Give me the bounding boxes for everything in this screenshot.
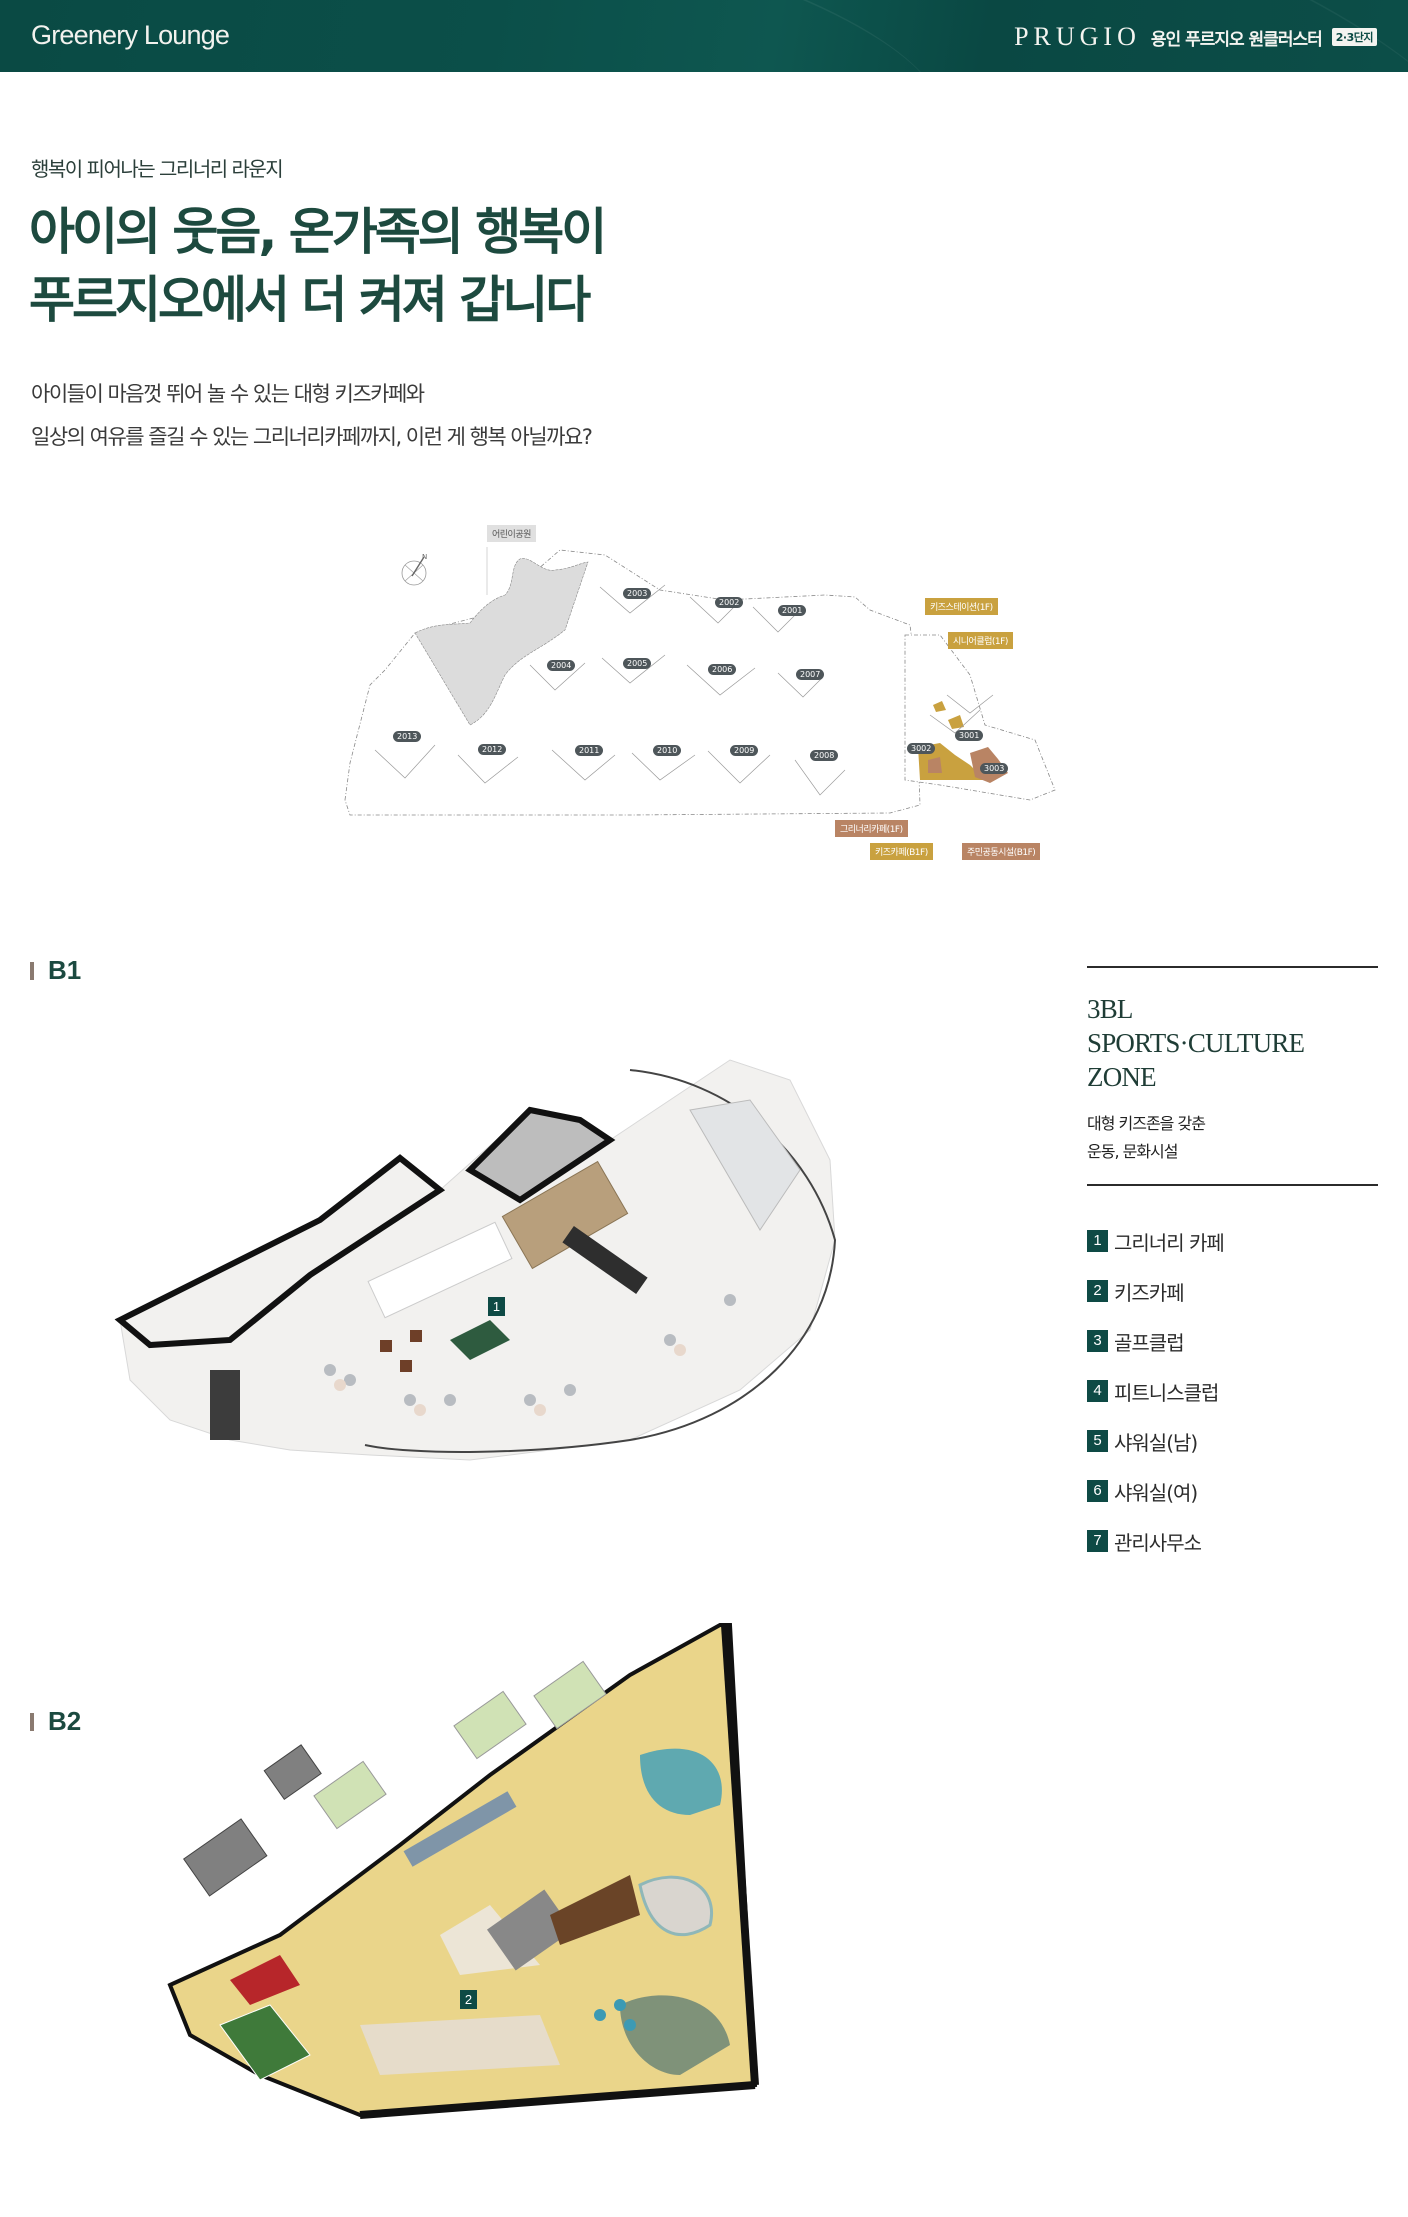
prugio-logo: PRUGIO	[1014, 22, 1141, 51]
floor-bar-marker	[30, 1712, 34, 1731]
building-tag: 2012	[478, 744, 507, 755]
facility-label: 관리사무소	[1114, 1530, 1202, 1555]
callout-kids-station: 키즈스테이션(1F)	[925, 598, 998, 615]
building-tag: 2007	[796, 669, 825, 680]
brand-logo-group: PRUGIO 용인 푸르지오 원클러스터 2·3단지	[1014, 22, 1377, 52]
intro-description: 아이들이 마음껏 뛰어 놀 수 있는 대형 키즈카페와 일상의 여유를 즐길 수…	[31, 373, 593, 459]
facility-label: 골프클럽	[1114, 1330, 1185, 1355]
facility-item: 6 샤워실(여)	[1087, 1466, 1378, 1516]
facility-number-badge: 7	[1087, 1530, 1108, 1552]
floor-heading-b2: B2	[30, 1706, 81, 1737]
building-tag: 2006	[708, 664, 737, 675]
facility-list: 1 그리너리 카페 2 키즈카페 3 골프클럽 4 피트니스클럽 5 샤워실(남) 6 샤워…	[1087, 1216, 1378, 1566]
building-tag: 2002	[715, 597, 744, 608]
complex-name: 용인 푸르지오 원클러스터	[1150, 29, 1323, 50]
facility-item: 3 골프클럽	[1087, 1316, 1378, 1366]
park-label: 어린이공원	[487, 525, 536, 542]
site-plan-drawing: N	[344, 547, 1056, 816]
facility-number-badge: 6	[1087, 1480, 1108, 1502]
zone-description: 대형 키즈존을 갖춘 운동, 문화시설	[1087, 1110, 1378, 1166]
building-tag: 3003	[980, 763, 1009, 774]
desc-line-1: 아이들이 마음껏 뛰어 놀 수 있는 대형 키즈카페와	[31, 382, 425, 406]
facility-number-badge: 3	[1087, 1330, 1108, 1352]
floor-label-b2: B2	[48, 1706, 82, 1736]
facility-label: 샤워실(여)	[1114, 1480, 1198, 1505]
facility-item: 2 키즈카페	[1087, 1266, 1378, 1316]
svg-text:N: N	[422, 553, 427, 561]
headline-line-1: 아이의 웃음, 온가족의 행복이	[29, 203, 607, 261]
zone-desc-line-2: 운동, 문화시설	[1087, 1142, 1179, 1161]
section-eyebrow: 행복이 피어나는 그리너리 라운지	[31, 157, 284, 181]
zone-info-panel: 3BL SPORTS·CULTURE ZONE 대형 키즈존을 갖춘 운동, 문…	[1087, 966, 1378, 1566]
zone-title-line-2: SPORTS·CULTURE ZONE	[1087, 1028, 1305, 1092]
compass-icon: N	[401, 553, 427, 586]
desc-line-2: 일상의 여유를 즐길 수 있는 그리너리카페까지, 이런 게 행복 아닐까요?	[31, 425, 593, 449]
building-tag: 2005	[623, 658, 652, 669]
building-tag: 2011	[575, 745, 604, 756]
b1-floor-plan: 1	[110, 1040, 850, 1470]
top-header: Greenery Lounge PRUGIO 용인 푸르지오 원클러스터 2·3…	[0, 0, 1408, 72]
facility-marker-2: 2	[460, 1990, 477, 2009]
floor-bar-marker	[30, 961, 34, 980]
building-tag: 3001	[955, 730, 984, 741]
facility-label: 그리너리 카페	[1114, 1230, 1225, 1255]
facility-item: 5 샤워실(남)	[1087, 1416, 1378, 1466]
building-tag: 3002	[907, 743, 936, 754]
facility-number-badge: 1	[1087, 1230, 1108, 1252]
facility-label: 키즈카페	[1114, 1280, 1185, 1305]
complex-badge: 2·3단지	[1331, 28, 1377, 46]
facility-number-badge: 2	[1087, 1280, 1108, 1302]
facility-item: 1 그리너리 카페	[1087, 1216, 1378, 1266]
divider-bottom	[1087, 1184, 1378, 1186]
b2-floor-plan-drawing	[167, 1623, 759, 2119]
facility-item: 4 피트니스클럽	[1087, 1366, 1378, 1416]
callout-greenery-cafe: 그리너리카페(1F)	[835, 820, 908, 837]
floor-heading-b1: B1	[30, 955, 81, 986]
facility-label: 피트니스클럽	[1114, 1380, 1219, 1405]
zone-title-line-1: 3BL	[1087, 994, 1133, 1024]
zone-title: 3BL SPORTS·CULTURE ZONE	[1087, 992, 1378, 1094]
building-tag: 2009	[730, 745, 759, 756]
page-brand-title: Greenery Lounge	[31, 20, 230, 50]
facility-marker-1: 1	[488, 1297, 505, 1316]
b2-floor-plan: 2	[160, 1605, 770, 2135]
floor-label-b1: B1	[48, 955, 82, 985]
facility-number-badge: 4	[1087, 1380, 1108, 1402]
page-headline: 아이의 웃음, 온가족의 행복이 푸르지오에서 더 켜져 갑니다	[29, 198, 607, 334]
headline-line-2: 푸르지오에서 더 켜져 갑니다	[29, 271, 591, 329]
building-tag: 2010	[653, 745, 682, 756]
b1-floor-plan-drawing	[114, 1059, 837, 1461]
building-tag: 2001	[778, 605, 807, 616]
building-tag: 2003	[623, 588, 652, 599]
callout-senior-club: 시니어클럽(1F)	[948, 632, 1013, 649]
divider-top	[1087, 966, 1378, 968]
facility-label: 샤워실(남)	[1114, 1430, 1198, 1455]
building-tag: 2004	[547, 660, 576, 671]
callout-community: 주민공동시설(B1F)	[962, 843, 1041, 860]
facility-item: 7 관리사무소	[1087, 1516, 1378, 1566]
building-tag: 2013	[393, 731, 422, 742]
callout-kids-cafe: 키즈카페(B1F)	[870, 843, 933, 860]
facility-number-badge: 5	[1087, 1430, 1108, 1452]
site-plan: N 어린이공원 2003 2002 2001 2004 2005 2006 20…	[330, 515, 1070, 865]
zone-desc-line-1: 대형 키즈존을 갖춘	[1087, 1114, 1206, 1133]
building-tag: 2008	[810, 750, 839, 761]
